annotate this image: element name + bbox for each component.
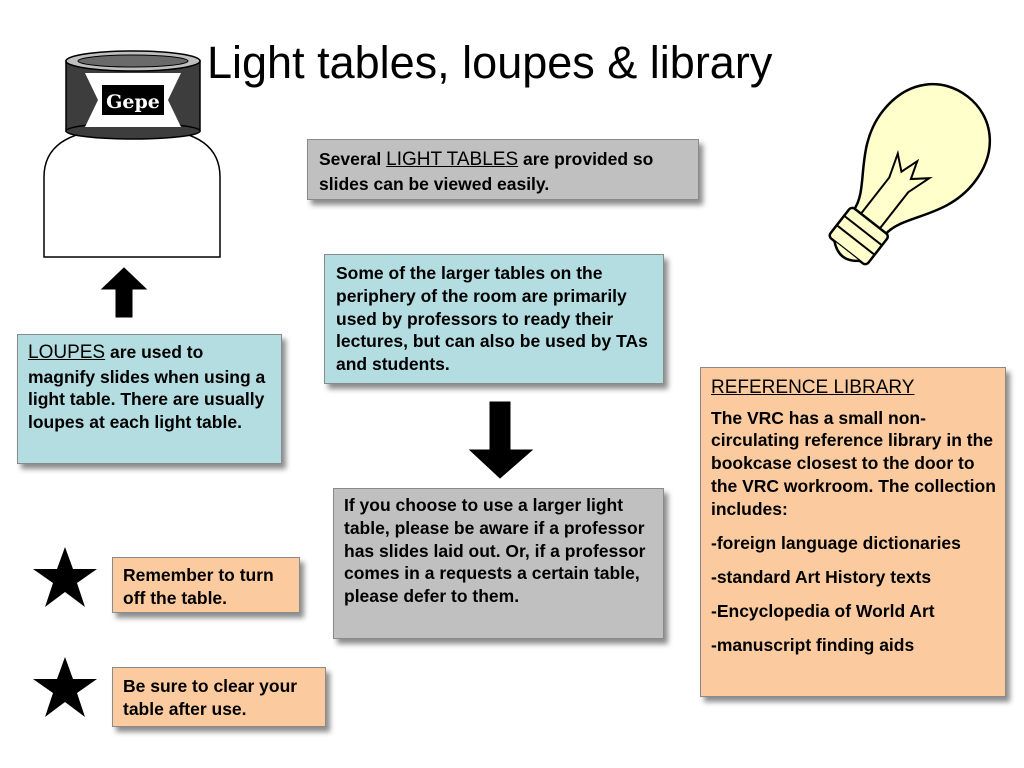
reference-library-item: -foreign language dictionaries: [711, 533, 961, 554]
reminder-text: Remember to turn off the table.: [123, 565, 274, 608]
reference-library-box: REFERENCE LIBRARY The VRC has a small no…: [700, 367, 1006, 697]
reminder-text: Be sure to clear your table after use.: [123, 676, 298, 719]
star-icon: [33, 657, 97, 717]
reminder-box: Be sure to clear your table after use.: [112, 667, 326, 727]
slide-title: Light tables, loupes & library: [207, 37, 773, 88]
reference-library-item: -manuscript finding aids: [711, 634, 915, 655]
loupes-link: LOUPES: [28, 342, 106, 363]
arrow-down-icon: [468, 401, 534, 479]
reference-library-description: The VRC has a small non-circulating refe…: [711, 407, 996, 519]
light-tables-box: Several LIGHT TABLES are provided so sli…: [307, 139, 699, 200]
larger-tables-text: Some of the larger tables on the periphe…: [336, 263, 648, 374]
loupe-icon: [43, 50, 221, 258]
larger-tables-box: Some of the larger tables on the periphe…: [324, 254, 664, 384]
larger-table-warning-box: If you choose to use a larger light tabl…: [333, 488, 664, 639]
loupe-brand-label: Gepe: [106, 91, 160, 113]
reference-library-item: -Encyclopedia of World Art: [711, 600, 935, 621]
reminder-box: Remember to turn off the table.: [112, 557, 300, 613]
loupes-text: LOUPES are used to magnify slides when u…: [28, 342, 266, 433]
light-tables-text: Several LIGHT TABLES are provided so sli…: [319, 149, 654, 194]
star-icon: [33, 547, 97, 607]
loupes-box: LOUPES are used to magnify slides when u…: [17, 334, 282, 464]
reference-library-heading: REFERENCE LIBRARY: [711, 377, 915, 398]
larger-table-warning-text: If you choose to use a larger light tabl…: [344, 495, 646, 606]
reference-library-item: -standard Art History texts: [711, 567, 932, 588]
arrow-up-icon: [100, 267, 148, 318]
lightbulb-icon: [828, 83, 992, 266]
light-tables-link: LIGHT TABLES: [386, 149, 519, 170]
